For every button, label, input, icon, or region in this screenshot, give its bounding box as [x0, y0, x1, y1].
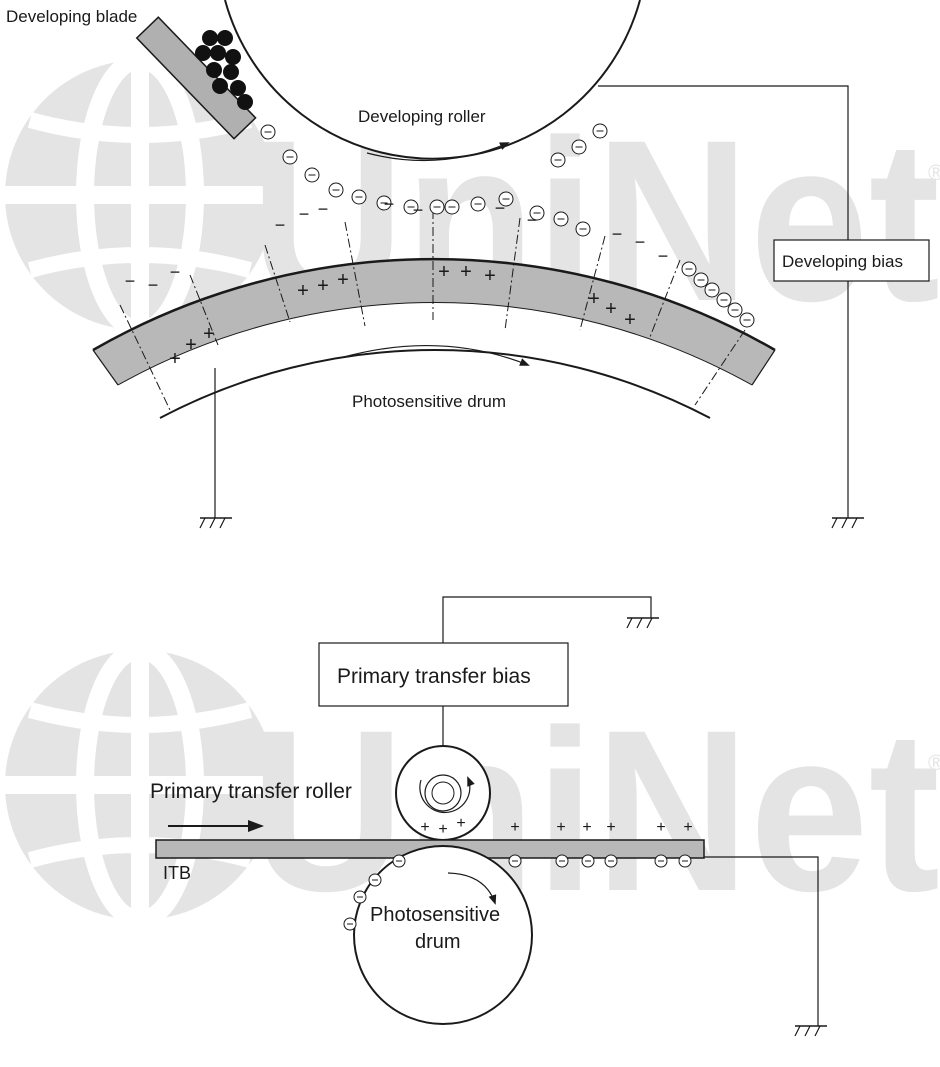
plus-charge: +	[683, 819, 692, 836]
developing-diagram: Photosensitive drum Developing roller De…	[6, 0, 930, 529]
watermark-text: UniNet	[250, 682, 940, 939]
plus-charge: +	[656, 819, 665, 836]
toner-layer-band	[93, 259, 775, 385]
developing-bias-circuit	[214, 85, 849, 518]
plus-charge: +	[582, 819, 591, 836]
plus-charge: +	[605, 298, 617, 320]
plus-charge: +	[460, 261, 472, 283]
minus-charge: −	[384, 194, 395, 214]
surface-charges: ++++++++++++−−−−−−−−−−−−−	[125, 194, 669, 370]
photosensitive-drum-label-line2: drum	[415, 931, 461, 953]
plus-charge: +	[420, 819, 429, 836]
plus-charge: +	[438, 821, 447, 838]
watermark-reg-mark: ®	[928, 160, 940, 185]
roller-rotation-arrow	[366, 142, 510, 162]
ground-icon	[199, 517, 233, 529]
belt-charges: + + + + + + + + +	[420, 815, 692, 838]
developing-bias-label: Developing bias	[782, 252, 903, 271]
ground-icon	[794, 1025, 828, 1037]
minus-charge: −	[527, 210, 538, 230]
plus-charge: +	[185, 334, 197, 356]
negative-toner-charges	[260, 123, 755, 328]
photosensitive-drum-surface	[159, 349, 711, 419]
plus-charge: +	[169, 348, 181, 370]
drum-rotation-arrow	[339, 344, 530, 366]
roller-rotation-arrow	[419, 776, 475, 814]
negative-toner-charges	[343, 854, 692, 931]
plus-charge: +	[456, 815, 465, 832]
minus-charge: −	[635, 232, 646, 252]
minus-charge: −	[299, 204, 310, 224]
primary-transfer-roller-label: Primary transfer roller	[150, 780, 352, 803]
plus-charge: +	[624, 309, 636, 331]
developing-roller	[224, 0, 641, 160]
minus-charge: −	[612, 224, 623, 244]
watermark-globe-icon	[5, 51, 275, 339]
plus-charge: +	[510, 819, 519, 836]
primary-transfer-bias-label: Primary transfer bias	[337, 665, 531, 688]
minus-charge: −	[275, 215, 286, 235]
plus-charge: +	[297, 280, 309, 302]
ground-icon	[626, 617, 660, 629]
photosensitive-drum	[353, 845, 533, 1025]
plus-charge: +	[203, 323, 215, 345]
minus-charge: −	[658, 246, 669, 266]
photosensitive-drum-label: Photosensitive drum	[352, 392, 506, 411]
minus-charge: −	[125, 271, 136, 291]
plus-charge: +	[606, 819, 615, 836]
photosensitive-drum-label-line1: Photosensitive	[370, 904, 500, 926]
toner-particles	[195, 30, 253, 110]
primary-transfer-diagram: Primary transfer bias Primary transfer r…	[150, 596, 828, 1037]
plus-charge: +	[588, 288, 600, 310]
developing-roller-label: Developing roller	[358, 107, 486, 126]
primary-transfer-bias-box	[318, 642, 569, 707]
minus-charge: −	[318, 199, 329, 219]
plus-charge: +	[317, 275, 329, 297]
plus-charge: +	[556, 819, 565, 836]
roller-shaft	[424, 774, 462, 812]
ground-icon	[831, 517, 865, 529]
minus-charge: −	[413, 200, 424, 220]
toner-layer-outer-edge	[92, 257, 776, 352]
developing-bias-box	[773, 239, 930, 282]
drum-layer-boundary	[117, 301, 753, 386]
developing-blade-label: Developing blade	[6, 7, 137, 26]
plus-charge: +	[438, 261, 450, 283]
plus-charge: +	[484, 265, 496, 287]
minus-charge: −	[495, 198, 506, 218]
watermark-reg-mark: ®	[928, 750, 940, 775]
radial-divider-lines	[119, 210, 746, 411]
plus-charge: +	[337, 269, 349, 291]
minus-charge: −	[170, 262, 181, 282]
minus-charge: −	[148, 275, 159, 295]
itb-label: ITB	[163, 863, 191, 883]
drum-rotation-arrow	[447, 872, 497, 905]
